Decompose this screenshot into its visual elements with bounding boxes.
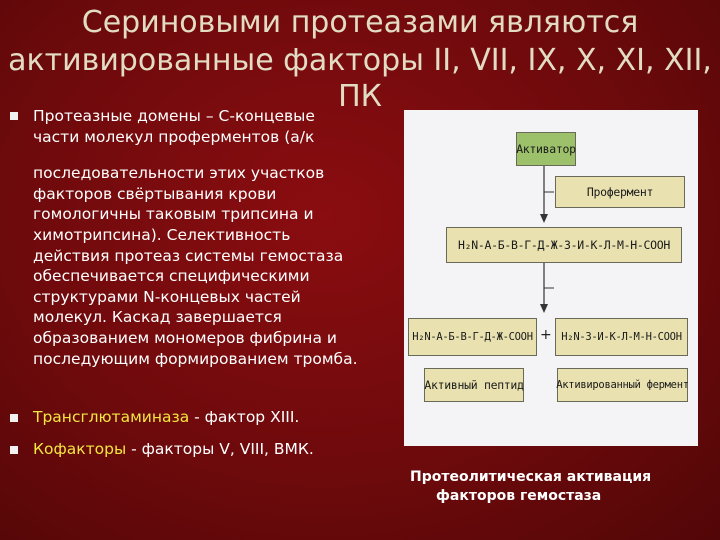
bullet-line: Протеазные домены – С-концевые	[33, 107, 315, 125]
bullet-line: образованием мономеров фибрина и	[33, 328, 337, 347]
bullet-line: части молекул проферментов (а/к	[33, 127, 315, 146]
bullet-cofactors: Кофакторы - факторы V, VIII, ВМК.	[33, 439, 314, 460]
bullet-line: гомологичны таковым трипсина и	[33, 205, 314, 224]
caption-line-1: Протеолитическая активация	[410, 469, 652, 485]
title-line-1: Сериновыми протеазами являются	[81, 5, 639, 40]
proenzyme-chain-box: H₂N-А-Б-В-Г-Д-Ж-З-И-К-Л-М-Н-СООН	[446, 227, 682, 263]
bullet-line: структурами N-концевых частей	[33, 287, 301, 306]
active-enzyme-box: Активированный фермент	[556, 368, 689, 402]
bullet-square-icon	[10, 112, 18, 120]
left-fragment-box: H₂N-А-Б-В-Г-Д-Ж-СООН	[408, 318, 537, 356]
title-line-2: активированные факторы II, VII, IX, X, X…	[8, 43, 712, 78]
activator-box: Активатор	[516, 132, 576, 166]
bullet-line: факторов свёртывания крови	[33, 184, 277, 203]
activation-diagram: Активатор Профермент H₂N-А-Б-В-Г-Д-Ж-З-И…	[404, 110, 698, 446]
right-fragment-box: H₂N-З-И-К-Л-М-Н-СООН	[555, 318, 688, 356]
bullet-line: химотрипсина). Селективность	[33, 225, 291, 244]
bullet-square-icon	[10, 446, 18, 454]
bullet-line: обеспечивается специфическими	[33, 267, 310, 286]
bullet-line: последовательности этих участков	[33, 164, 325, 183]
slide-title: Сериновыми протеазами являются активиров…	[0, 4, 720, 116]
active-peptide-box: Активный пептид	[424, 368, 524, 402]
bullet-line: молекул. Каскад завершается	[33, 308, 282, 327]
plus-sign: +	[540, 327, 552, 343]
bullet-transglutaminase: Трансглютаминаза - фактор XIII.	[33, 407, 299, 428]
bullet-line: действия протеаз системы гемостаза	[33, 246, 344, 265]
caption-line-2: факторов гемостаза	[436, 488, 602, 504]
title-line-3: ПК	[338, 79, 382, 114]
bullet-square-icon	[10, 414, 18, 422]
diagram-caption: Протеолитическая активация факторов гемо…	[410, 468, 651, 506]
arrow-head	[540, 304, 548, 313]
proenzyme-box: Профермент	[555, 176, 685, 208]
term-rest: - факторы V, VIII, ВМК.	[126, 440, 314, 458]
arrow-head	[540, 214, 548, 223]
bullet-protease-domains: Протеазные домены – С-концевые части мол…	[33, 106, 358, 369]
diagram-arrows	[540, 165, 554, 313]
term-rest: - фактор XIII.	[189, 408, 300, 426]
bullet-line: последующим формированием тромба.	[33, 349, 358, 368]
term-cofactors: Кофакторы	[33, 440, 127, 458]
term-transglutaminase: Трансглютаминаза	[33, 408, 190, 426]
